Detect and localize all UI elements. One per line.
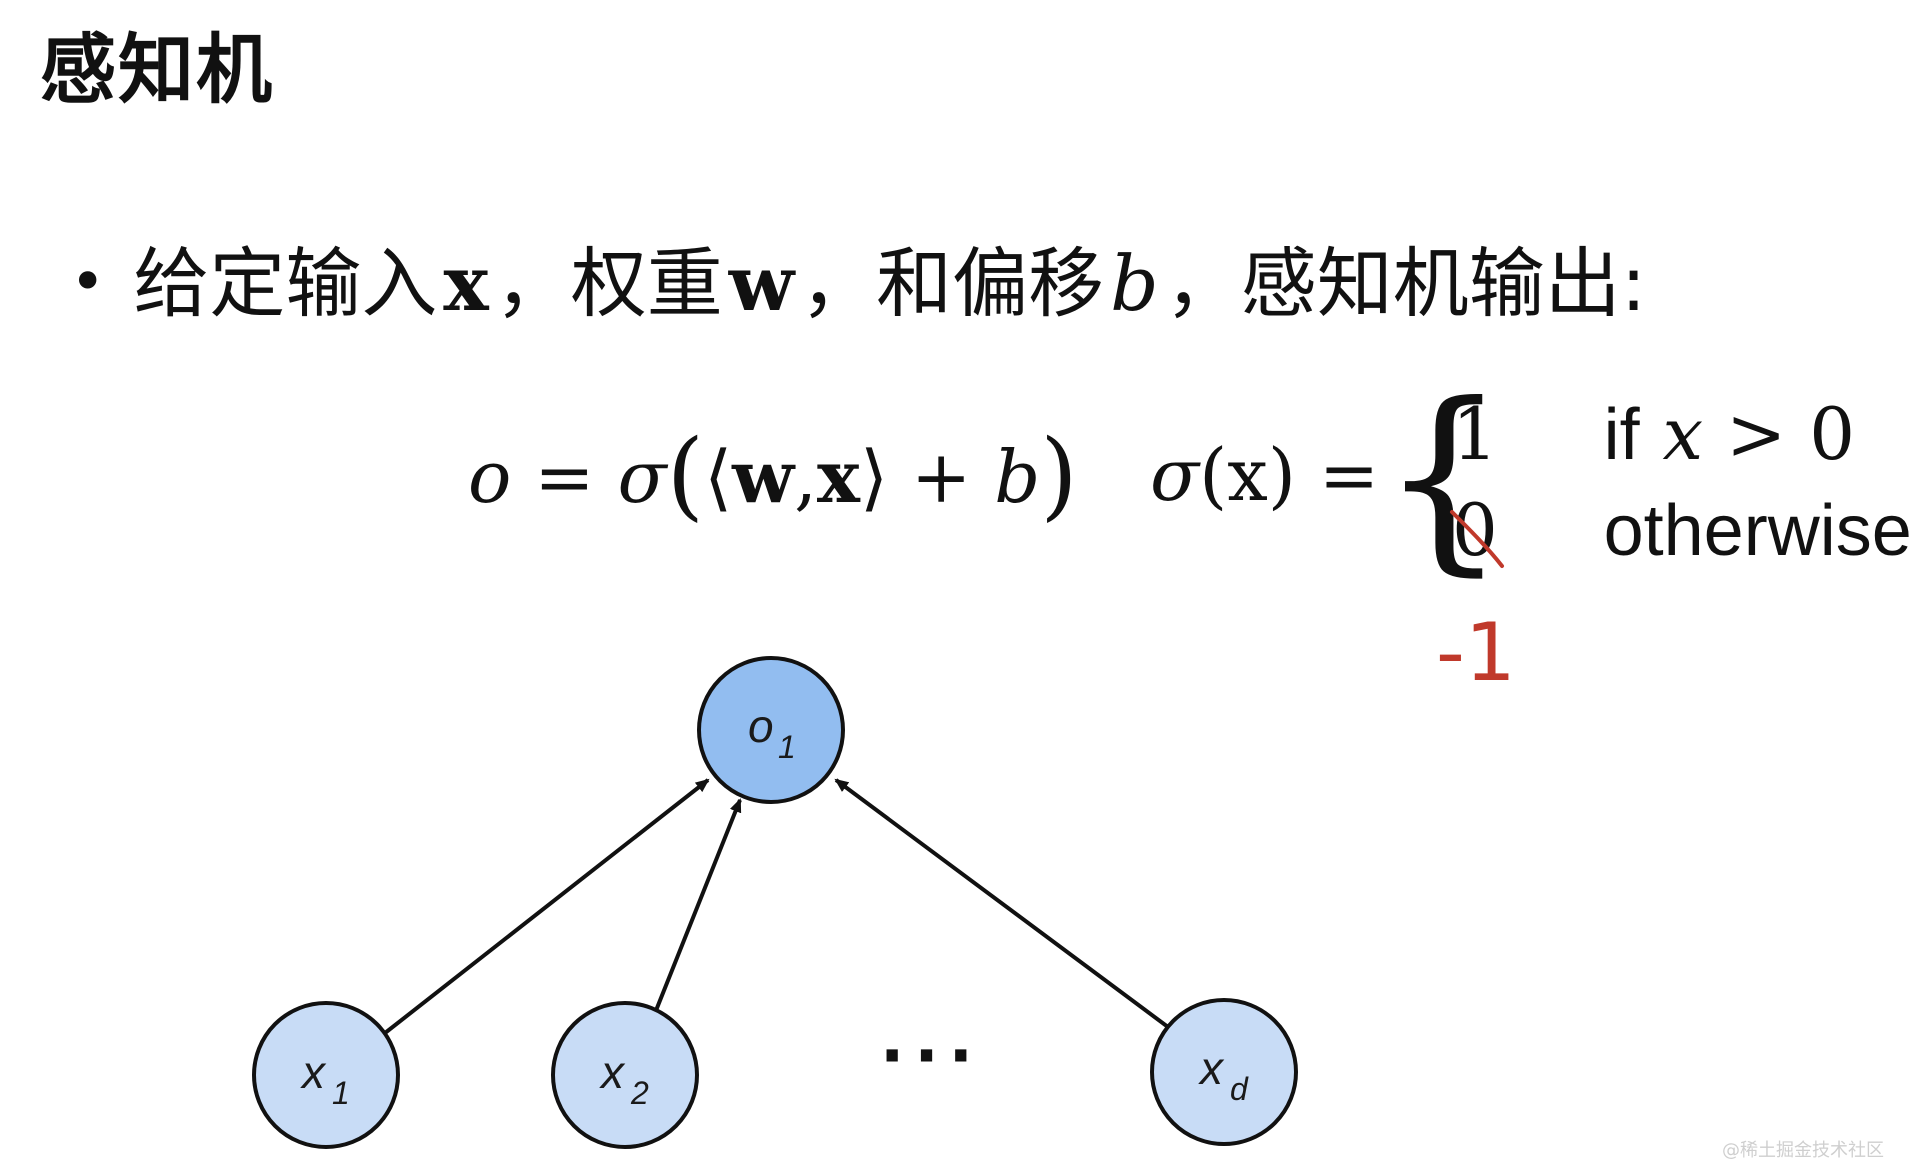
formula-langle: ⟨ [704,435,733,519]
input-node-x1-sub: 1 [332,1075,350,1111]
handwritten-annotation: -1 [1436,510,1516,699]
ellipsis: ··· [880,1020,983,1094]
output-node-sub: 1 [778,729,796,765]
input-node-x1-label: x [300,1046,327,1098]
bullet-intro: 给定输入 [133,239,438,328]
bias-symbol-b: b [1110,239,1159,328]
formula-b: b [994,435,1041,519]
edge-x2-o1 [653,798,742,1014]
formula-x: x [817,434,860,519]
bullet-sep-1: ，权重 [494,239,723,328]
input-node-xd: x d [1150,998,1298,1146]
input-node-xd-sub: d [1230,1071,1249,1107]
case-2-condition: otherwise [1603,491,1912,571]
slide-title: 感知机 [40,25,274,114]
formula-o: o [468,435,512,519]
input-node-xd-label: x [1198,1042,1225,1094]
formula-rangle: ⟩ [859,435,889,519]
case-2-value: 0 [1452,488,1498,572]
formula-equals: = [534,435,595,519]
formula-rparen: ) [1040,419,1078,531]
output-node: o 1 [697,656,845,804]
perceptron-output-formula: o = σ(⟨w,x⟩ + b) [468,427,1078,523]
bullet-sep-3: ，感知机输出: [1164,239,1647,328]
formula-comma: , [794,435,818,519]
bullet-line: • 给定输入x，权重w，和偏移b，感知机输出: [70,232,1646,334]
cases-brace: { [1380,361,1508,594]
annotation-minus-one: -1 [1436,606,1516,699]
formula-plus: + [910,435,972,519]
case-1: 1 if x > 0 [1452,392,1855,476]
bullet-dot: • [70,247,106,317]
case-1-rest: > 0 [1725,392,1856,476]
formula-lparen: ( [666,419,705,531]
case-1-if: if [1603,395,1640,475]
case-2: 0 otherwise [1452,488,1912,572]
bullet-sep-2: ，和偏移 [800,239,1105,328]
formula-w: w [732,434,795,519]
weight-symbol-w: w [728,239,795,328]
activation-arg: (x) [1199,433,1296,517]
input-node-x1: x 1 [252,1001,400,1149]
output-node-label: o [748,700,774,752]
edge-xd-o1 [834,778,1170,1029]
strike-mark [1450,510,1504,568]
activation-lhs: σ(x) = [1150,430,1379,520]
watermark: @稀土掘金技术社区 [1722,1140,1884,1161]
activation-equals: = [1318,433,1380,517]
input-symbol-x: x [443,239,489,328]
case-1-value: 1 [1452,392,1498,476]
input-node-x2-label: x [599,1046,626,1098]
case-1-var: x [1662,392,1704,476]
edge-x1-o1 [383,778,710,1035]
input-node-x2-sub: 2 [630,1075,649,1111]
activation-sigma: σ [1150,433,1200,517]
input-node-x2: x 2 [551,1001,699,1149]
formula-sigma: σ [617,435,667,519]
